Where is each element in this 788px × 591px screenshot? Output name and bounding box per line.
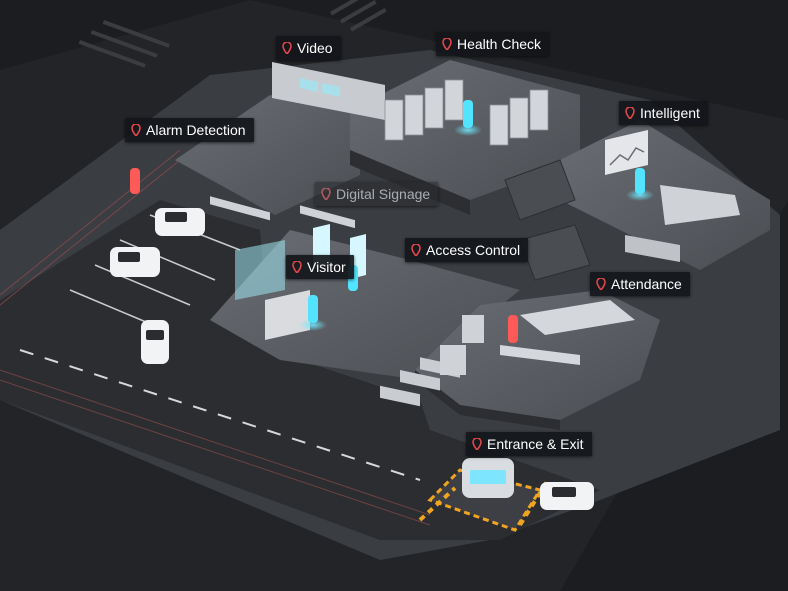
label-entrance-exit-text: Entrance & Exit [487,436,584,452]
attendance-desks [500,300,635,365]
label-alarm-detection-text: Alarm Detection [146,122,246,138]
map-pin-icon [321,188,331,200]
label-digital-signage-text: Digital Signage [336,186,431,202]
label-access-control-text: Access Control [426,242,521,258]
map-pin-icon [292,261,302,273]
intelligent-sofa [625,235,680,262]
label-health-check-text: Health Check [457,36,542,52]
visitor-map-screen [235,240,285,300]
map-pin-icon [282,42,292,54]
label-health-check[interactable]: Health Check [436,32,550,56]
map-pin-icon [625,107,635,119]
analytics-board [605,130,648,175]
visitor-desk [265,290,310,340]
entrance-booth [427,458,543,532]
server-racks [384,79,549,146]
people [130,100,654,343]
map-pin-icon [472,438,482,450]
road-lane-markings [19,349,421,481]
label-visitor-text: Visitor [307,259,346,275]
label-alarm-detection[interactable]: Alarm Detection [125,118,254,142]
map-pin-icon [131,124,141,136]
inner-road [0,200,600,540]
fence-bottom [0,369,431,526]
label-intelligent-text: Intelligent [640,105,700,121]
label-attendance[interactable]: Attendance [590,272,690,296]
label-intelligent[interactable]: Intelligent [619,101,708,125]
label-video-text: Video [297,40,333,56]
map-pin-icon [442,38,452,50]
label-access-control[interactable]: Access Control [405,238,529,262]
label-entrance-exit[interactable]: Entrance & Exit [466,432,592,456]
label-visitor[interactable]: Visitor [286,255,354,279]
cabinets [440,315,484,375]
car-windows [118,212,576,497]
crosswalk-top [78,0,387,68]
intelligent-desk [660,185,740,225]
map-pin-icon [411,244,421,256]
video-room-desks [210,196,355,229]
video-room-floor [175,95,360,215]
label-digital-signage[interactable]: Digital Signage [315,182,439,206]
stairs [504,159,591,281]
map-pin-icon [596,278,606,290]
fence-left [0,149,181,306]
label-video[interactable]: Video [276,36,341,60]
barrier-left [418,486,457,522]
video-wall [272,62,385,120]
label-attendance-text: Attendance [611,276,682,292]
